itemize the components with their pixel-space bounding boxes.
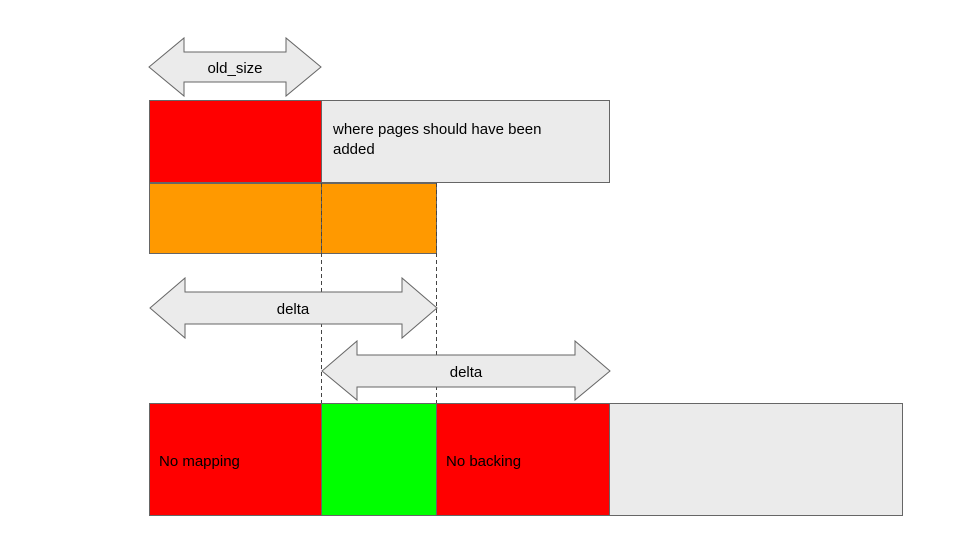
segment-no-mapping-label: No mapping <box>159 453 240 470</box>
segment-green <box>321 403 437 516</box>
arrow-delta-right: delta <box>321 339 611 402</box>
row-middle <box>149 183 437 254</box>
arrow-delta-right-shape <box>321 339 611 402</box>
segment-top-gray <box>321 100 610 183</box>
segment-no-backing-label: No backing <box>446 453 521 470</box>
segment-bottom-gray <box>609 403 903 516</box>
row-bottom: No mapping No backing <box>149 403 903 516</box>
arrow-old-size-shape <box>148 36 322 98</box>
segment-top-red <box>149 100 322 183</box>
top-gray-label-line1: where pages should have been <box>332 121 542 138</box>
segment-no-mapping <box>149 403 322 516</box>
top-gray-label-line2: added <box>333 141 375 158</box>
arrow-old-size: old_size <box>148 36 322 98</box>
row-top: where pages should have been added <box>149 100 610 183</box>
segment-no-backing <box>436 403 610 516</box>
arrow-delta-right-label: delta <box>450 364 483 381</box>
segment-mid-orange-left <box>149 183 322 254</box>
arrow-delta-left-label: delta <box>277 301 310 318</box>
arrow-delta-left: delta <box>149 276 438 340</box>
arrow-delta-left-shape <box>149 276 438 340</box>
segment-mid-orange-right <box>321 183 437 254</box>
arrow-old-size-label: old_size <box>207 60 262 77</box>
